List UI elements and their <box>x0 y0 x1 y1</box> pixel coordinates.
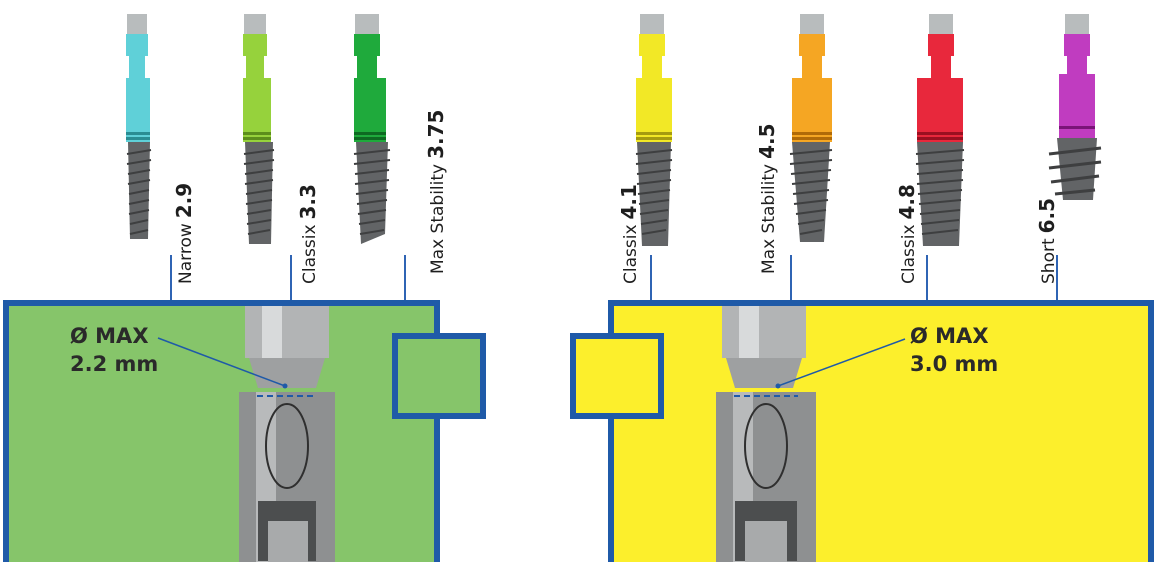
connector-line <box>170 255 172 301</box>
implant-image <box>353 14 391 244</box>
right-max-diameter-label: Ø MAX 3.0 mm <box>910 322 998 378</box>
connector-line <box>790 255 792 301</box>
connector-line <box>404 255 406 301</box>
left-max-diameter-label: Ø MAX 2.2 mm <box>70 322 158 378</box>
max-title: Ø MAX <box>70 324 149 348</box>
implant-image <box>789 14 833 242</box>
connector-line <box>1056 255 1058 301</box>
left-pointer-line <box>157 337 317 397</box>
max-value: 3.0 mm <box>910 352 999 376</box>
max-value: 2.2 mm <box>70 352 159 376</box>
right-panel-graphic <box>570 300 1154 562</box>
implant-image <box>126 14 152 239</box>
implant-image <box>1048 14 1102 200</box>
left-panel-graphic <box>3 300 486 562</box>
connector-line <box>926 255 928 301</box>
right-pointer-line <box>734 338 906 397</box>
max-title: Ø MAX <box>910 324 989 348</box>
implant-image <box>635 14 673 246</box>
implant-image <box>915 14 965 246</box>
connector-line <box>290 255 292 301</box>
implant-image <box>243 14 275 244</box>
connector-line <box>650 255 652 301</box>
